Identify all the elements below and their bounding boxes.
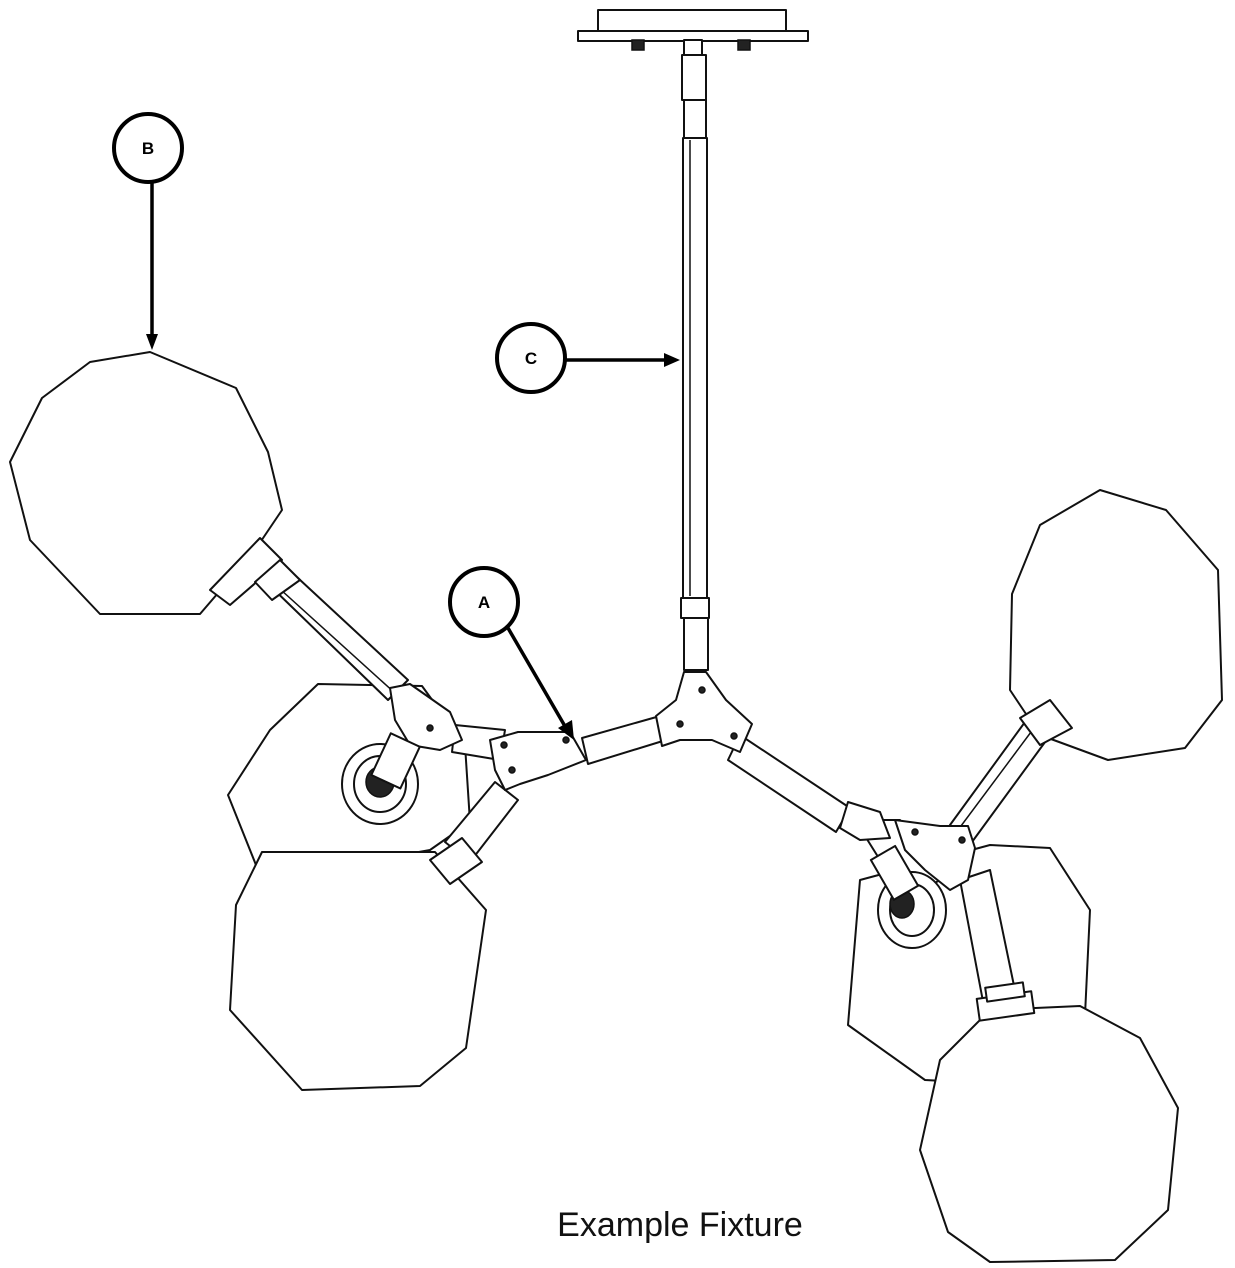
shade-b (9, 351, 301, 615)
callout-c-arrowhead (664, 353, 680, 367)
callout-a-label: A (478, 593, 490, 612)
shade-front-left (229, 837, 487, 1091)
callout-b: B (112, 112, 184, 350)
callout-c: C (495, 322, 680, 394)
socket-left (341, 732, 421, 825)
callout-a: A (448, 566, 574, 740)
callout-a-arrowhead (558, 720, 574, 740)
joints (389, 671, 976, 891)
shade-front-right-upper (1009, 489, 1223, 761)
caption: Example Fixture (557, 1206, 803, 1244)
down-rod (680, 54, 710, 671)
socket-right (869, 844, 947, 949)
callout-c-label: C (525, 349, 537, 368)
callout-b-arrowhead (146, 334, 158, 350)
shade-front-right-lower (919, 981, 1179, 1263)
callout-b-label: B (142, 139, 154, 158)
ceiling-canopy (577, 9, 809, 63)
